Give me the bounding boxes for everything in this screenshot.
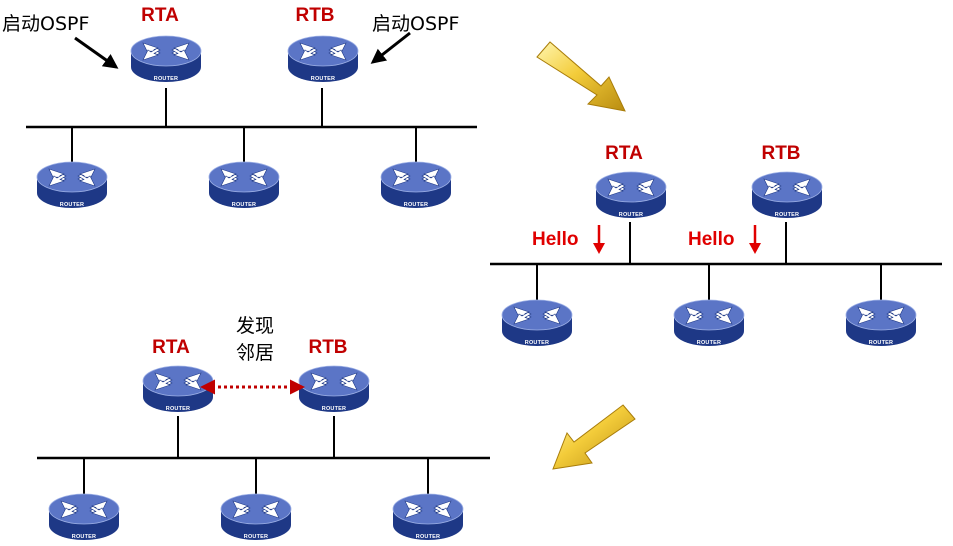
- down-arrow-icon: [593, 225, 605, 254]
- start-ospf-note-left: 启动OSPF: [2, 13, 89, 35]
- router-icon: ROUTER: [287, 35, 359, 83]
- router-icon-tag: ROUTER: [60, 202, 84, 208]
- router-icon: ROUTER: [845, 299, 917, 347]
- router-icon-tag: ROUTER: [311, 76, 335, 82]
- router-label-rta: RTA: [141, 5, 179, 26]
- router-icon: ROUTER: [392, 493, 464, 541]
- router-icon-tag: ROUTER: [619, 212, 643, 218]
- gold-3d-arrow-icon: [552, 404, 636, 470]
- start-ospf-note-right: 启动OSPF: [372, 13, 459, 35]
- router-icon: ROUTER: [673, 299, 745, 347]
- router-label-rtb: RTB: [308, 337, 347, 358]
- panel-start-ospf: ROUTER ROUTER ROUTER ROUTER ROUTER RTA R…: [2, 5, 477, 209]
- router-label-rtb: RTB: [295, 5, 334, 26]
- router-icon-tag: ROUTER: [697, 340, 721, 346]
- router-icon: ROUTER: [48, 493, 120, 541]
- router-icon: ROUTER: [208, 161, 280, 209]
- router-icon-tag: ROUTER: [404, 202, 428, 208]
- router-icon: ROUTER: [595, 171, 667, 219]
- router-icon-tag: ROUTER: [869, 340, 893, 346]
- router-icon-tag: ROUTER: [154, 76, 178, 82]
- pointer-arrow: [74, 36, 119, 69]
- hello-label-b: Hello: [688, 229, 734, 250]
- router-icon-tag: ROUTER: [166, 406, 190, 412]
- router-icon: ROUTER: [380, 161, 452, 209]
- router-icon-tag: ROUTER: [416, 534, 440, 540]
- router-label-rtb: RTB: [761, 143, 800, 164]
- router-icon: ROUTER: [220, 493, 292, 541]
- panel-hello: ROUTER ROUTER ROUTER ROUTER ROUTER RTA R…: [490, 143, 942, 347]
- panel-neighbor-discovered: ROUTER ROUTER ROUTER ROUTER ROUTER RTA R…: [37, 315, 490, 541]
- router-icon: ROUTER: [142, 365, 214, 413]
- down-arrow-icon: [749, 225, 761, 254]
- router-label-rta: RTA: [152, 337, 190, 358]
- router-icon-tag: ROUTER: [322, 406, 346, 412]
- router-icon-tag: ROUTER: [232, 202, 256, 208]
- gold-3d-arrow-icon: [536, 41, 626, 112]
- pointer-arrow: [370, 31, 411, 64]
- hello-label-a: Hello: [532, 229, 578, 250]
- router-icon-tag: ROUTER: [244, 534, 268, 540]
- router-icon: ROUTER: [298, 365, 370, 413]
- router-icon: ROUTER: [751, 171, 823, 219]
- neighbor-note-line1: 发现: [236, 315, 274, 337]
- router-icon-tag: ROUTER: [525, 340, 549, 346]
- router-icon-tag: ROUTER: [72, 534, 96, 540]
- neighbor-note-line2: 邻居: [236, 342, 274, 364]
- router-icon: ROUTER: [130, 35, 202, 83]
- router-icon: ROUTER: [36, 161, 108, 209]
- router-label-rta: RTA: [605, 143, 643, 164]
- router-icon: ROUTER: [501, 299, 573, 347]
- router-icon-tag: ROUTER: [775, 212, 799, 218]
